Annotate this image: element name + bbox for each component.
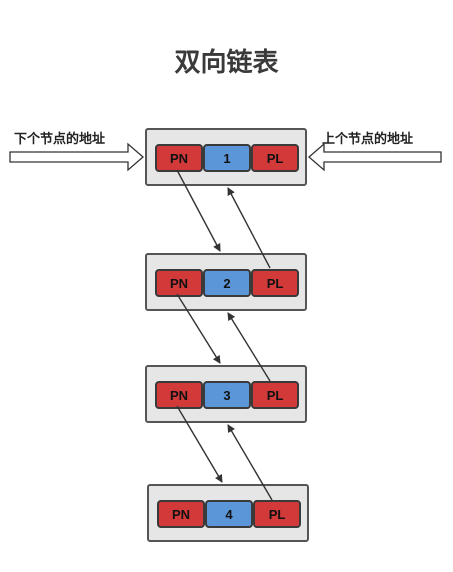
node-2-pn-cell: PN xyxy=(155,269,203,297)
list-node-2: PN 2 PL xyxy=(145,253,307,311)
node-1-pl-cell: PL xyxy=(251,144,299,172)
list-node-1: PN 1 PL xyxy=(145,128,307,186)
node-4-value-cell: 4 xyxy=(205,500,253,528)
node-4-pl-cell: PL xyxy=(253,500,301,528)
prev-address-arrow xyxy=(308,142,442,172)
link-node2-to-node1 xyxy=(227,187,271,269)
node-2-pl-cell: PL xyxy=(251,269,299,297)
link-node4-to-node3 xyxy=(227,424,273,501)
node-3-pl-cell: PL xyxy=(251,381,299,409)
prev-address-label: 上个节点的地址 xyxy=(322,132,414,147)
link-node2-to-node3 xyxy=(176,293,221,364)
link-node3-to-node4 xyxy=(176,405,223,483)
node-2-value-cell: 2 xyxy=(203,269,251,297)
next-address-arrow xyxy=(9,142,144,172)
node-1-value-cell: 1 xyxy=(203,144,251,172)
link-node3-to-node2 xyxy=(227,312,271,382)
node-4-pn-cell: PN xyxy=(157,500,205,528)
node-1-pn-cell: PN xyxy=(155,144,203,172)
diagram-title: 双向链表 xyxy=(174,48,279,78)
next-address-label: 下个节点的地址 xyxy=(14,132,106,147)
node-3-pn-cell: PN xyxy=(155,381,203,409)
list-node-4: PN 4 PL xyxy=(147,484,309,542)
link-node1-to-node2 xyxy=(176,169,221,252)
node-3-value-cell: 3 xyxy=(203,381,251,409)
list-node-3: PN 3 PL xyxy=(145,365,307,423)
